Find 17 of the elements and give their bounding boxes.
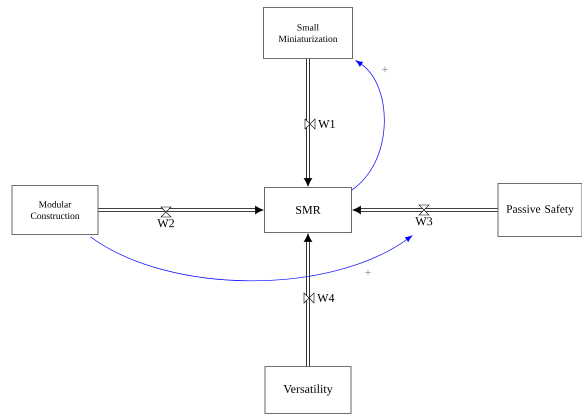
flow-pipe [304, 234, 312, 366]
edge-label: W1 [318, 120, 335, 128]
link-arrow [352, 60, 385, 190]
stock-box: Versatility [264, 366, 352, 414]
flow-pipe [98, 206, 264, 214]
edge-label: W2 [157, 219, 174, 228]
stock-box: Small Miniaturization [263, 7, 353, 59]
edge-label: W3 [415, 217, 432, 226]
stock-box: Modular Construction [12, 185, 98, 235]
flow-pipe [352, 206, 498, 214]
edge-label: W4 [317, 294, 334, 302]
flow-pipe [304, 58, 312, 186]
stock-box: Passive Safety [498, 183, 582, 237]
edge-label: + [382, 66, 388, 72]
link-arrow [90, 236, 412, 282]
edge-label: + [365, 270, 371, 276]
stock-box: SMR [264, 187, 352, 233]
